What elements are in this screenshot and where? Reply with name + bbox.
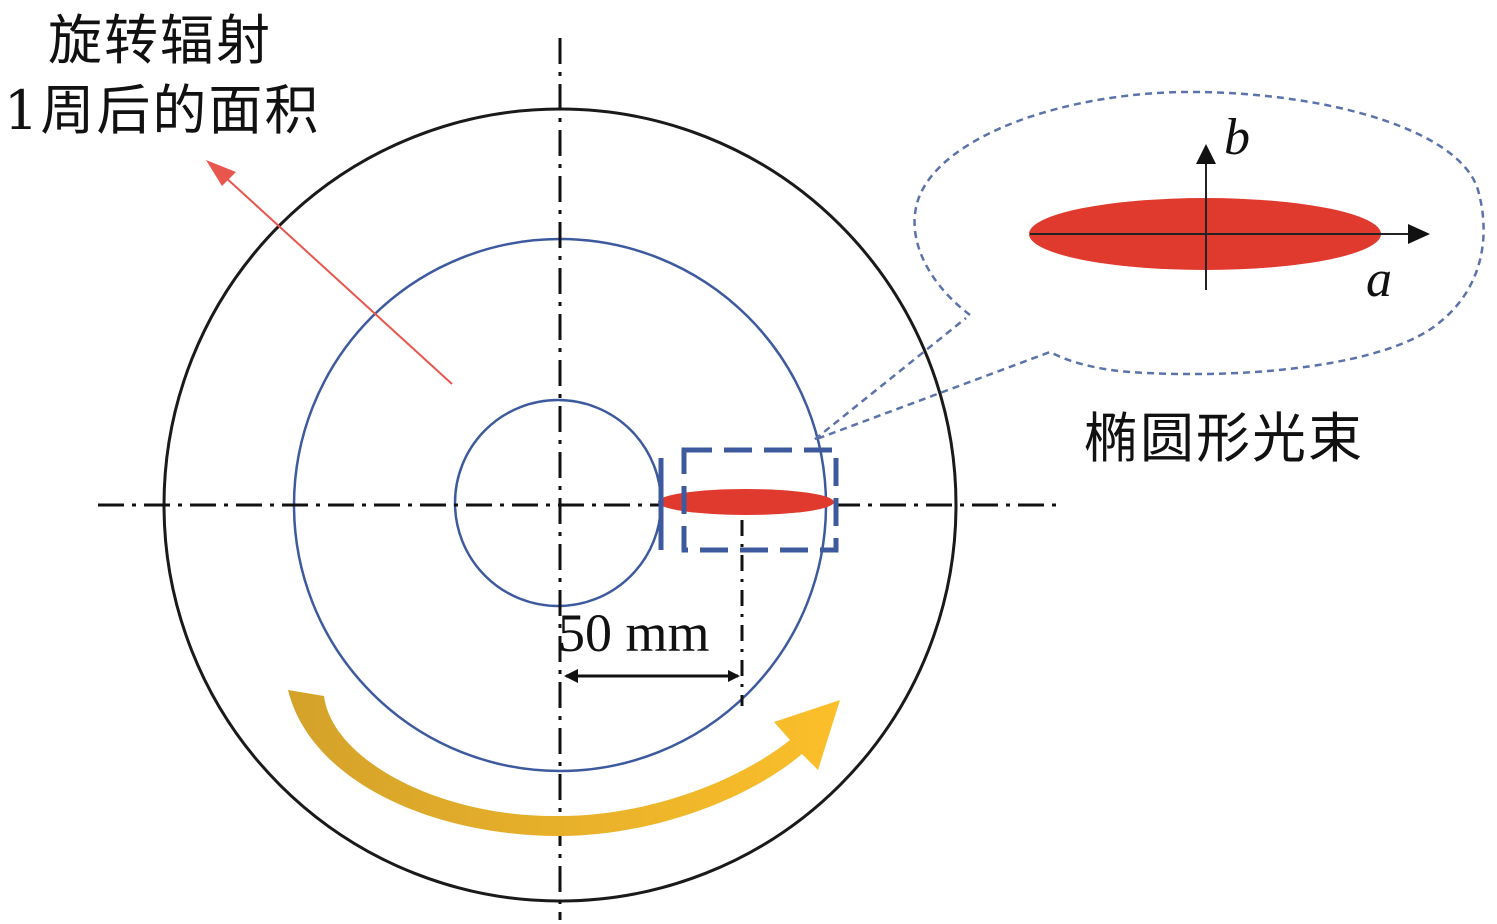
axis-b-label: b (1224, 109, 1250, 166)
pointer-arrow-shaft (223, 175, 453, 385)
inner-circle (453, 398, 663, 608)
rotation-arrow (288, 690, 840, 836)
callout-axis-b-arrowhead (1196, 144, 1216, 164)
rotation-area-title-line1: 旋转辐射 (48, 9, 272, 72)
pointer-arrowhead (206, 160, 236, 186)
beam-selection-box (681, 447, 839, 553)
beam-spot (658, 489, 834, 515)
axis-a-label: a (1366, 251, 1392, 308)
elliptical-beam-label: 椭圆形光束 (1084, 407, 1364, 470)
callout-axis-a-arrowhead (1408, 224, 1430, 244)
dimension-left-arrowhead (564, 669, 578, 683)
callout-bubble (813, 90, 1485, 442)
rotation-area-title-line2: 1周后的面积 (4, 79, 321, 142)
dimension-label: 50 mm (558, 603, 710, 663)
